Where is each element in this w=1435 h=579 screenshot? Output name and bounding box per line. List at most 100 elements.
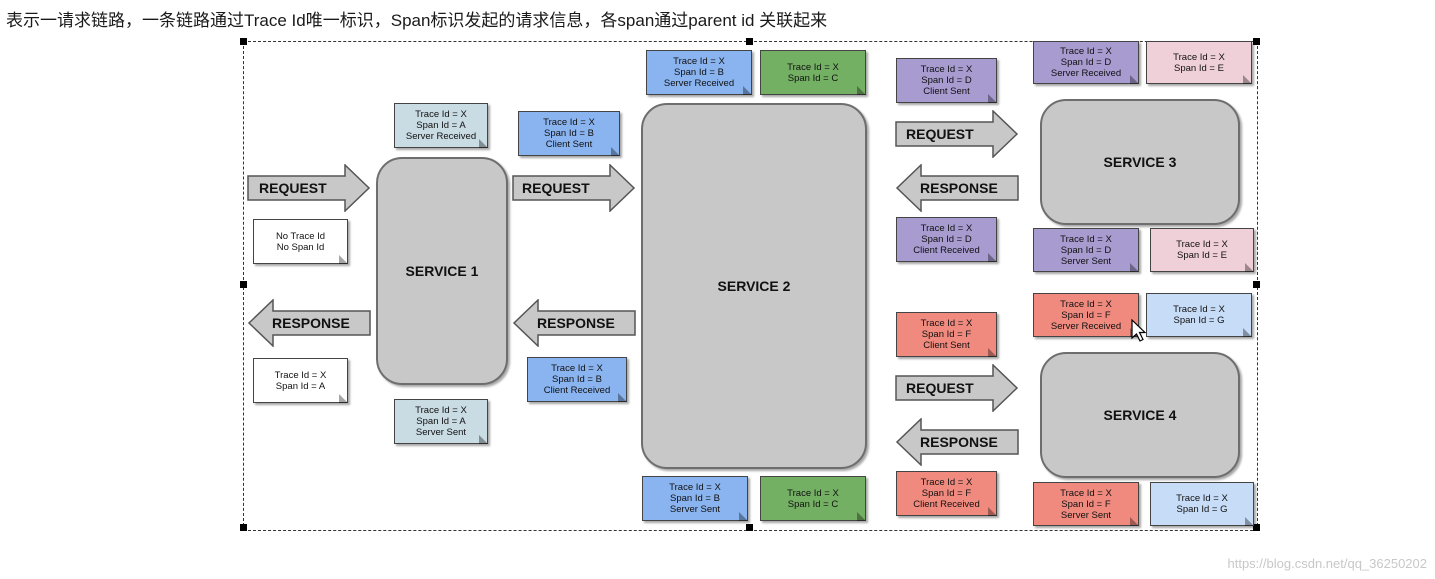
response-label-3: RESPONSE	[920, 180, 998, 196]
note-line: Server Received	[663, 78, 735, 89]
note-line: Span Id = D	[1060, 244, 1112, 256]
note-line: Trace Id = X	[669, 482, 721, 493]
request-label-2: REQUEST	[522, 180, 590, 196]
note-span-g-bottom: Trace Id = X Span Id = G	[1150, 482, 1254, 526]
response-label-4: RESPONSE	[920, 434, 998, 450]
arrow-right-icon	[247, 164, 371, 212]
note-span-g-top: Trace Id = X Span Id = G	[1146, 293, 1252, 337]
note-line: Trace Id = X	[920, 477, 973, 488]
response-arrow-2: RESPONSE	[512, 299, 636, 347]
note-line: Server Sent	[1060, 509, 1112, 521]
service-4-box: SERVICE 4	[1040, 352, 1240, 478]
note-line: Span Id = B	[670, 493, 720, 504]
note-line: Client Sent	[545, 139, 593, 150]
note-line: Span Id = B	[544, 128, 594, 139]
note-span-a-server-received: Trace Id = X Span Id = A Server Received	[394, 103, 488, 148]
note-line: Client Received	[543, 385, 611, 396]
service-1-box: SERVICE 1	[376, 157, 508, 385]
note-line: Server Sent	[1060, 255, 1112, 267]
note-line: Span Id = E	[1174, 62, 1224, 74]
note-line: Span Id = D	[921, 234, 972, 245]
note-line: Trace Id = X	[920, 318, 973, 329]
note-span-b-server-received: Trace Id = X Span Id = B Server Received	[646, 50, 752, 95]
note-line: Trace Id = X	[1176, 239, 1228, 250]
service-3-box: SERVICE 3	[1040, 99, 1240, 225]
note-span-c-top: Trace Id = X Span Id = C	[760, 50, 866, 95]
resize-handle-bottom-left[interactable]	[240, 524, 247, 531]
resize-handle-top-left[interactable]	[240, 38, 247, 45]
resize-handle-middle-right[interactable]	[1253, 281, 1260, 288]
note-line: Trace Id = X	[920, 64, 973, 75]
note-line: Server Received	[1050, 68, 1122, 79]
arrow-left-icon	[247, 299, 371, 347]
request-arrow-3: REQUEST	[895, 110, 1019, 158]
note-line: Trace Id = X	[1060, 46, 1112, 57]
note-line: Trace Id = X	[787, 61, 839, 73]
note-line: Span Id = B	[552, 374, 602, 385]
resize-handle-top-center[interactable]	[746, 38, 753, 45]
note-span-d-server-received: Trace Id = X Span Id = D Server Received	[1033, 41, 1139, 84]
note-line: Span Id = D	[1060, 57, 1112, 68]
note-line: Server Sent	[415, 427, 467, 438]
resize-handle-bottom-right[interactable]	[1253, 524, 1260, 531]
arrow-right-icon	[895, 364, 1019, 412]
note-line: Span Id = E	[1177, 250, 1227, 261]
note-line: Trace Id = X	[1173, 304, 1225, 315]
note-line: Span Id = G	[1176, 504, 1228, 515]
note-span-b-server-sent: Trace Id = X Span Id = B Server Sent	[642, 476, 748, 521]
note-line: Span Id = D	[921, 75, 972, 86]
note-line: Span Id = F	[1061, 498, 1111, 510]
note-line: Trace Id = X	[920, 223, 973, 234]
note-line: Client Received	[913, 499, 980, 510]
arrow-left-icon	[895, 418, 1019, 466]
request-label-1: REQUEST	[259, 180, 327, 196]
note-line: Client Sent	[923, 340, 970, 351]
note-span-d-client-sent: Trace Id = X Span Id = D Client Sent	[896, 58, 997, 103]
note-line: Span Id = A	[275, 380, 326, 392]
watermark: https://blog.csdn.net/qq_36250202	[1227, 556, 1428, 571]
note-span-f-server-received: Trace Id = X Span Id = F Server Received	[1033, 293, 1139, 337]
note-span-e-bottom: Trace Id = X Span Id = E	[1150, 228, 1254, 272]
note-no-trace-id: No Trace Id No Span Id	[253, 219, 348, 264]
note-line: Client Received	[913, 245, 980, 256]
note-line: Trace Id = X	[551, 363, 603, 374]
response-label-2: RESPONSE	[537, 315, 615, 331]
note-line: Span Id = B	[674, 67, 724, 78]
note-line: Span Id = A	[416, 120, 466, 131]
request-arrow-1: REQUEST	[247, 164, 371, 212]
resize-handle-top-right[interactable]	[1253, 38, 1260, 45]
response-arrow-3: RESPONSE	[895, 164, 1019, 212]
note-line: Server Received	[1050, 320, 1122, 332]
note-line: Trace Id = X	[415, 109, 467, 120]
note-span-f-client-sent: Trace Id = X Span Id = F Client Sent	[896, 312, 997, 357]
resize-handle-middle-left[interactable]	[240, 281, 247, 288]
response-arrow-4: RESPONSE	[895, 418, 1019, 466]
note-line: No Span Id	[276, 241, 325, 253]
note-line: Span Id = C	[787, 498, 839, 510]
response-label-1: RESPONSE	[272, 315, 350, 331]
arrow-right-icon	[512, 164, 636, 212]
resize-handle-bottom-center[interactable]	[746, 524, 753, 531]
note-span-b-client-sent: Trace Id = X Span Id = B Client Sent	[518, 111, 620, 156]
note-line: Span Id = G	[1173, 315, 1225, 326]
note-span-f-server-sent: Trace Id = X Span Id = F Server Sent	[1033, 482, 1139, 526]
request-arrow-2: REQUEST	[512, 164, 636, 212]
note-line: Span Id = C	[787, 72, 839, 84]
note-span-f-client-received: Trace Id = X Span Id = F Client Received	[896, 471, 997, 516]
note-span-d-server-sent: Trace Id = X Span Id = D Server Sent	[1033, 228, 1139, 272]
note-line: Trace Id = X	[543, 117, 595, 128]
note-span-a-server-sent: Trace Id = X Span Id = A Server Sent	[394, 399, 488, 444]
note-line: Trace Id = X	[1060, 298, 1112, 310]
note-line: Trace Id = X	[1060, 233, 1112, 245]
note-line: Server Sent	[669, 504, 721, 515]
mouse-cursor-icon	[1131, 319, 1147, 342]
note-span-b-client-received: Trace Id = X Span Id = B Client Received	[527, 357, 627, 402]
note-line: No Trace Id	[275, 230, 326, 242]
request-label-3: REQUEST	[906, 126, 974, 142]
note-line: Trace Id = X	[1176, 493, 1228, 504]
request-label-4: REQUEST	[906, 380, 974, 396]
note-span-c-bottom: Trace Id = X Span Id = C	[760, 476, 866, 521]
note-line: Trace Id = X	[1060, 487, 1112, 499]
note-line: Trace Id = X	[1173, 51, 1225, 63]
note-line: Span Id = F	[1061, 309, 1111, 321]
